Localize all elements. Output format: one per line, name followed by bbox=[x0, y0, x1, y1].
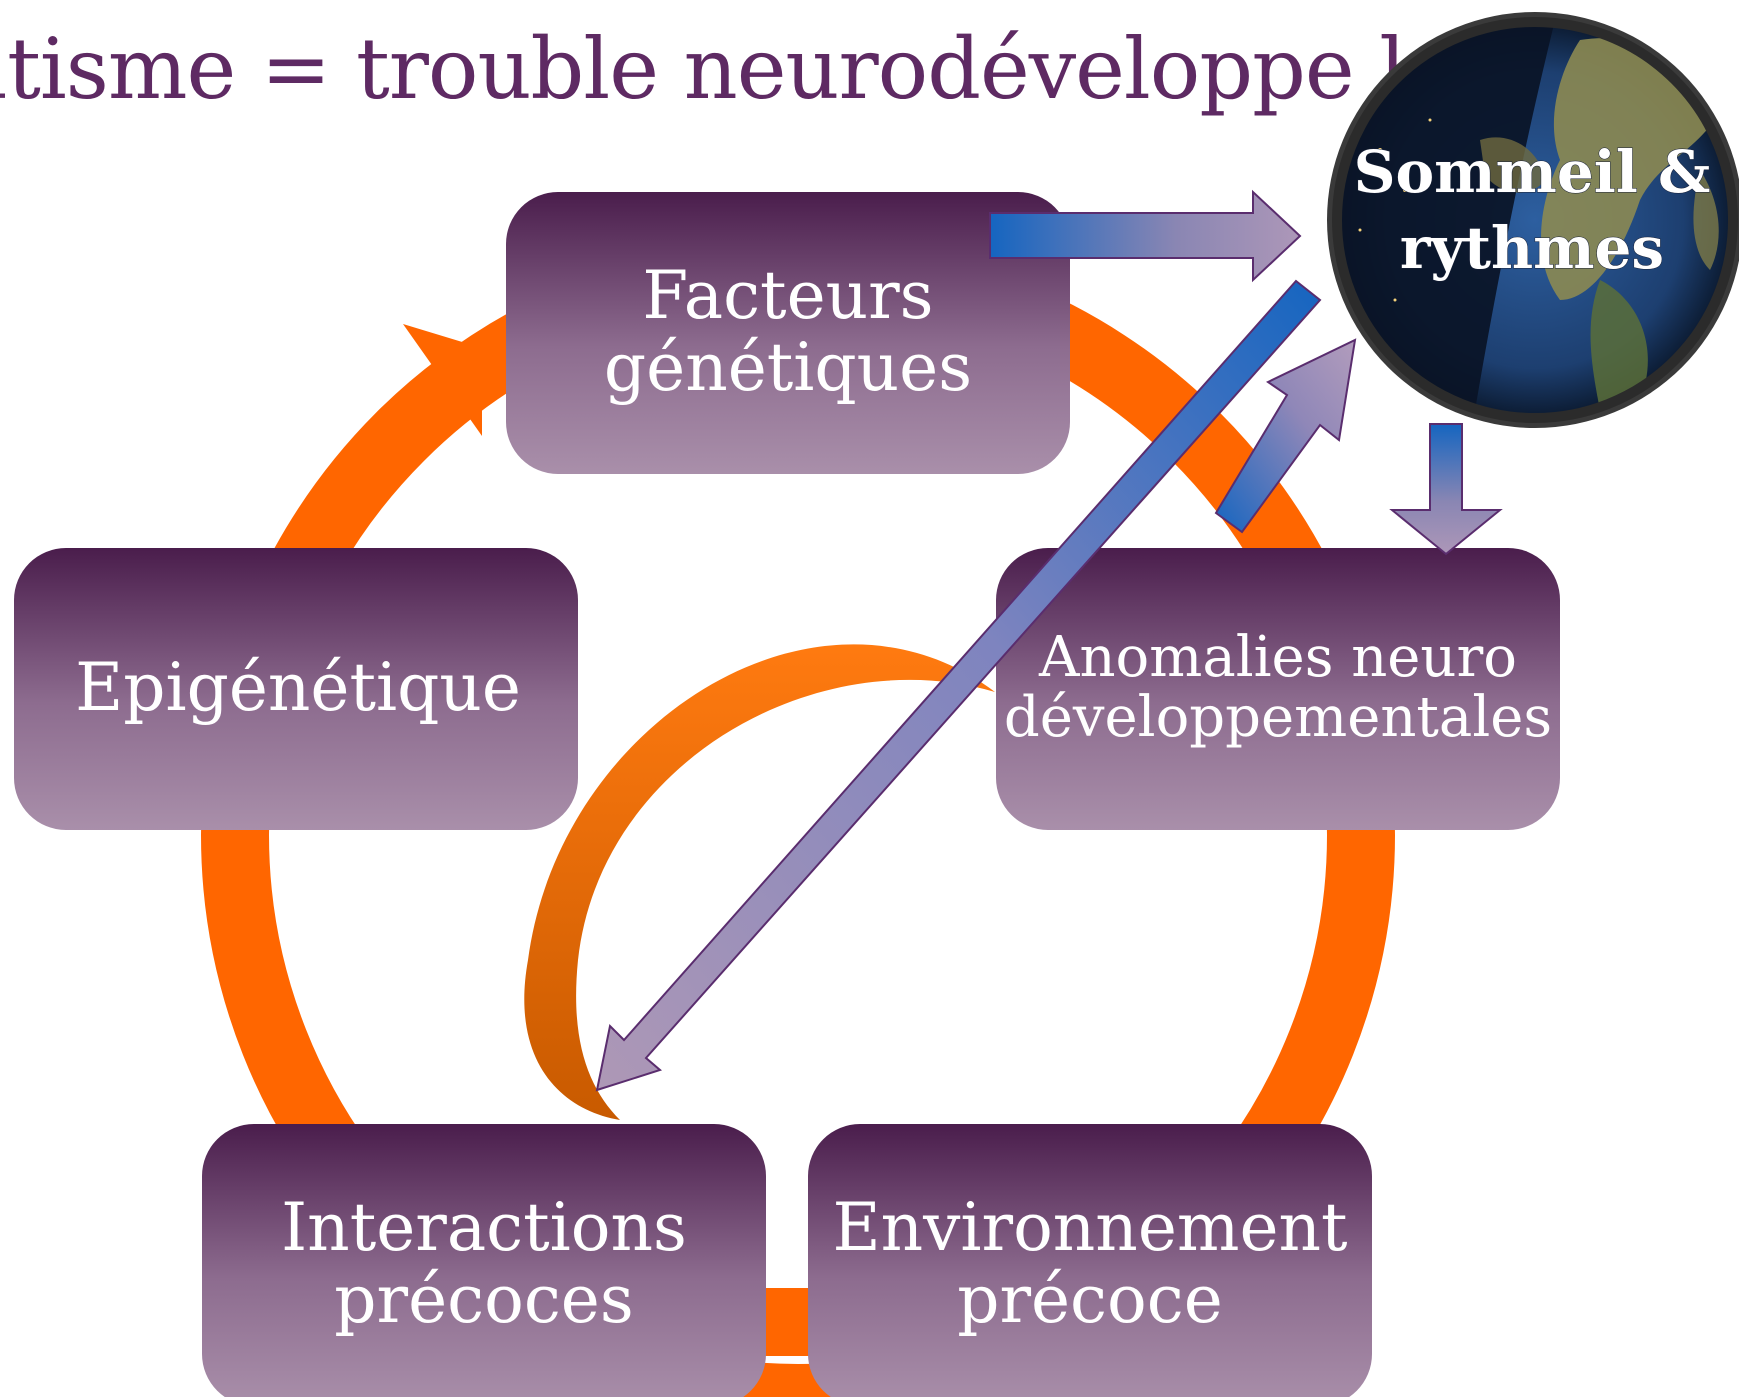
node-label-line1: Facteurs bbox=[642, 257, 933, 334]
node-label-line1: Interactions bbox=[281, 1189, 687, 1266]
cycle-arrowhead bbox=[403, 324, 482, 436]
globe-label-line2: rythmes bbox=[1400, 214, 1664, 282]
node-label-line1: Anomalies neuro bbox=[1038, 625, 1517, 690]
node-environnement-precoce: Environnement précoce bbox=[808, 1124, 1372, 1397]
feedback-swoosh bbox=[524, 644, 995, 1120]
arrow-anomalies-to-sommeil bbox=[1214, 338, 1357, 534]
globe-sommeil-rythmes: Sommeil & rythmes bbox=[1327, 12, 1739, 428]
node-label-line1: Epigénétique bbox=[75, 649, 521, 726]
arrow-sommeil-to-anomalies bbox=[1389, 423, 1503, 556]
node-anomalies-neurodeveloppementales: Anomalies neuro développementales bbox=[996, 548, 1560, 830]
node-label-line2: génétiques bbox=[604, 329, 972, 406]
slide-title: utisme = trouble neurodéveloppe l bbox=[0, 20, 1406, 118]
arrow-sommeil-to-interactions bbox=[595, 279, 1322, 1092]
node-epigenetique: Epigénétique bbox=[14, 548, 578, 830]
arrow-genetique-to-sommeil bbox=[989, 189, 1302, 283]
node-label-line2: précoce bbox=[957, 1261, 1223, 1338]
node-facteurs-genetiques: Facteurs génétiques bbox=[506, 192, 1070, 474]
node-interactions-precoces: Interactions précoces bbox=[202, 1124, 766, 1397]
node-label-line1: Environnement bbox=[832, 1189, 1347, 1266]
globe-label-line1: Sommeil & bbox=[1354, 138, 1711, 206]
node-label-line2: précoces bbox=[334, 1261, 633, 1338]
node-label-line2: développementales bbox=[1004, 685, 1552, 750]
